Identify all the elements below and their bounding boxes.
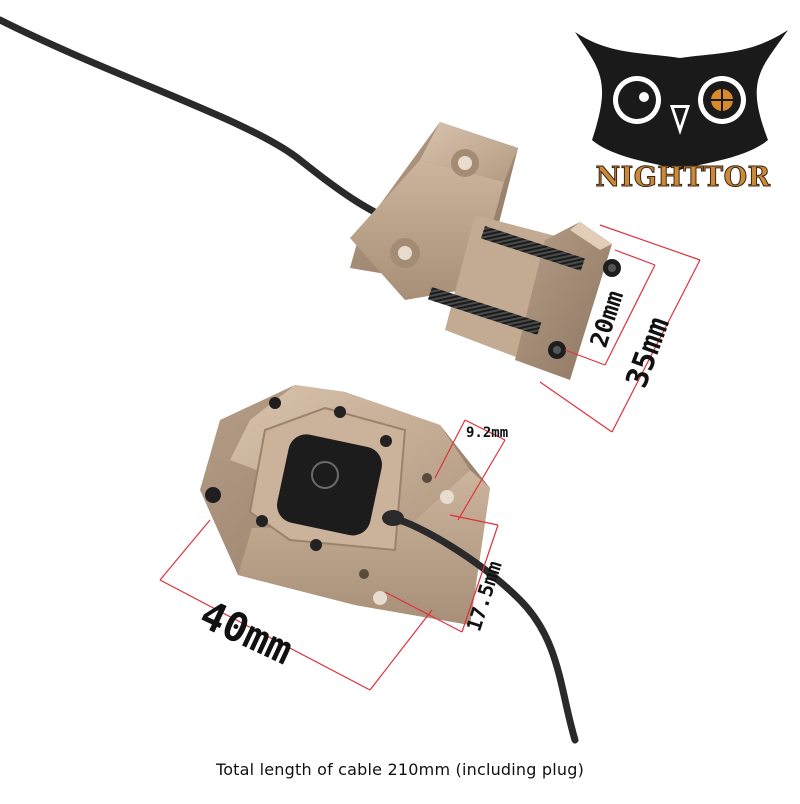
rubber-pad xyxy=(277,434,382,536)
cable-length-caption: Total length of cable 210mm (including p… xyxy=(215,760,585,779)
upper-cable xyxy=(0,16,394,224)
bottom-switch xyxy=(200,385,490,625)
threaded-rod-top xyxy=(480,226,585,271)
dimension-lines-bottom xyxy=(159,419,506,691)
brand-name: NIGHTTOR xyxy=(595,162,771,194)
threaded-rod-bottom xyxy=(427,287,542,335)
top-mount xyxy=(350,122,621,380)
dimension-lines-top xyxy=(539,224,701,433)
lower-cable xyxy=(389,514,579,744)
owl-logo xyxy=(575,30,788,170)
dimension-label-9-2mm: 9.2mm xyxy=(466,425,509,441)
logo-emblem xyxy=(311,461,339,489)
